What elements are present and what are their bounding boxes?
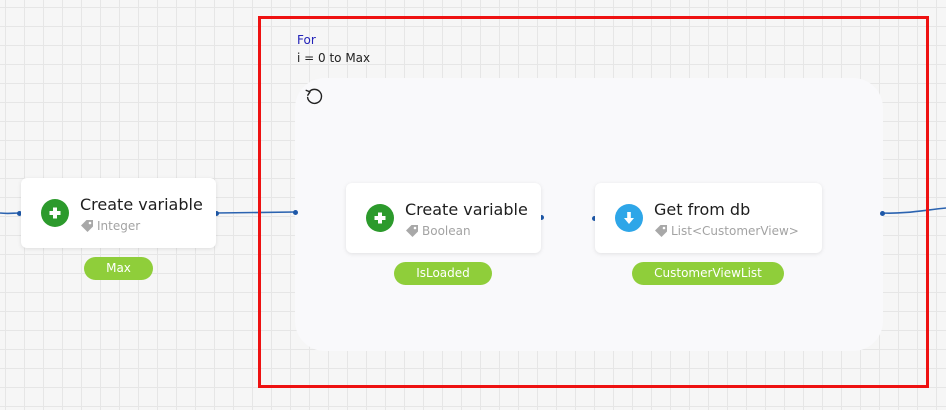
node-type-label: List<CustomerView>	[671, 224, 799, 238]
tag-icon	[654, 224, 668, 238]
connector-max-to-loop	[215, 211, 296, 214]
plus-icon	[366, 204, 394, 232]
node-title: Create variable	[405, 200, 528, 219]
port-in-loop[interactable]	[293, 210, 298, 215]
output-variable-pill-isloaded[interactable]: IsLoaded	[394, 262, 492, 285]
selection-box	[258, 16, 929, 388]
node-type: Boolean	[405, 224, 471, 238]
node-create-variable-max[interactable]: Create variable Integer	[21, 178, 216, 248]
connector-loop-out	[881, 207, 946, 214]
node-type-label: Integer	[97, 219, 141, 233]
tag-icon	[80, 219, 94, 233]
output-variable-pill-customerviewlist[interactable]: CustomerViewList	[632, 262, 784, 285]
node-title: Create variable	[80, 195, 203, 214]
arrow-down-icon	[615, 204, 643, 232]
plus-icon	[41, 199, 69, 227]
loop-kind-label: For	[297, 33, 316, 47]
node-type-label: Boolean	[422, 224, 471, 238]
port-out-loop[interactable]	[880, 211, 885, 216]
port-out-create-max[interactable]	[214, 211, 219, 216]
node-type: Integer	[80, 219, 140, 233]
loop-icon[interactable]	[303, 85, 325, 107]
node-type: List<CustomerView>	[654, 224, 799, 238]
port-in-get-from-db[interactable]	[592, 216, 597, 221]
output-variable-pill-max[interactable]: Max	[84, 257, 153, 280]
node-create-variable-isloaded[interactable]: Create variable Boolean	[346, 183, 541, 253]
loop-expression-label: i = 0 to Max	[297, 51, 371, 65]
port-out-create-isloaded[interactable]	[539, 215, 544, 220]
node-title: Get from db	[654, 200, 751, 219]
tag-icon	[405, 224, 419, 238]
loop-header[interactable]: For i = 0 to Max	[297, 31, 370, 67]
node-get-from-db[interactable]: Get from db List<CustomerView>	[595, 183, 822, 253]
port-in-create-max[interactable]	[17, 211, 22, 216]
